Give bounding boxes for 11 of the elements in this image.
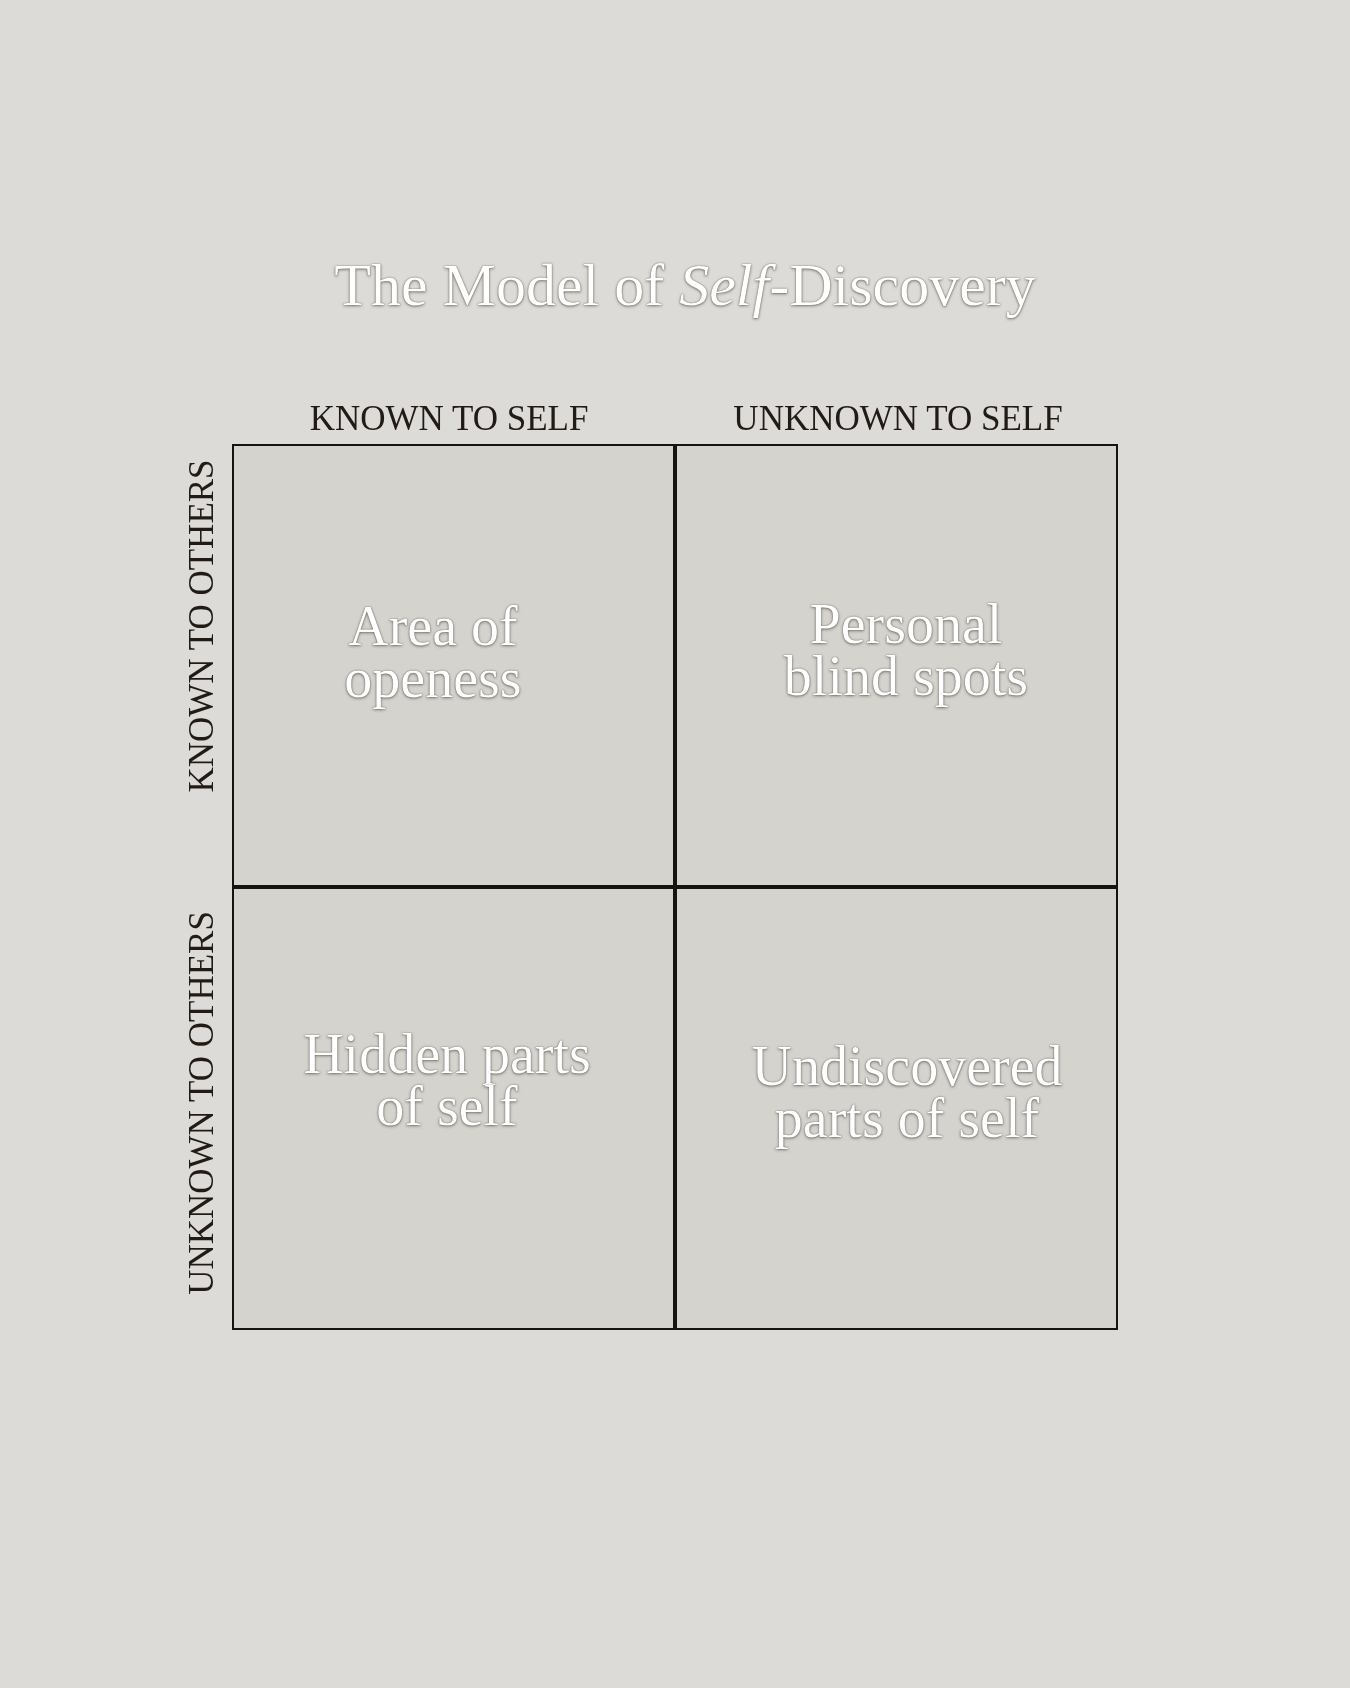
column-header: KNOWN TO SELF <box>309 401 589 436</box>
quadrant-panel <box>675 887 1118 1330</box>
quadrant-label: Personal blind spots <box>782 592 1030 709</box>
row-header: KNOWN TO OTHERS <box>183 459 219 793</box>
quadrant-panel <box>675 444 1118 887</box>
row-header: UNKNOWN TO OTHERS <box>183 911 219 1295</box>
quadrant-label: Undiscovered parts of self <box>750 1034 1064 1151</box>
quadrant-panel <box>232 887 675 1330</box>
quadrant-panel <box>232 444 675 887</box>
title: The Model of Self-Discovery <box>333 251 1037 320</box>
column-header: UNKNOWN TO SELF <box>733 401 1063 436</box>
